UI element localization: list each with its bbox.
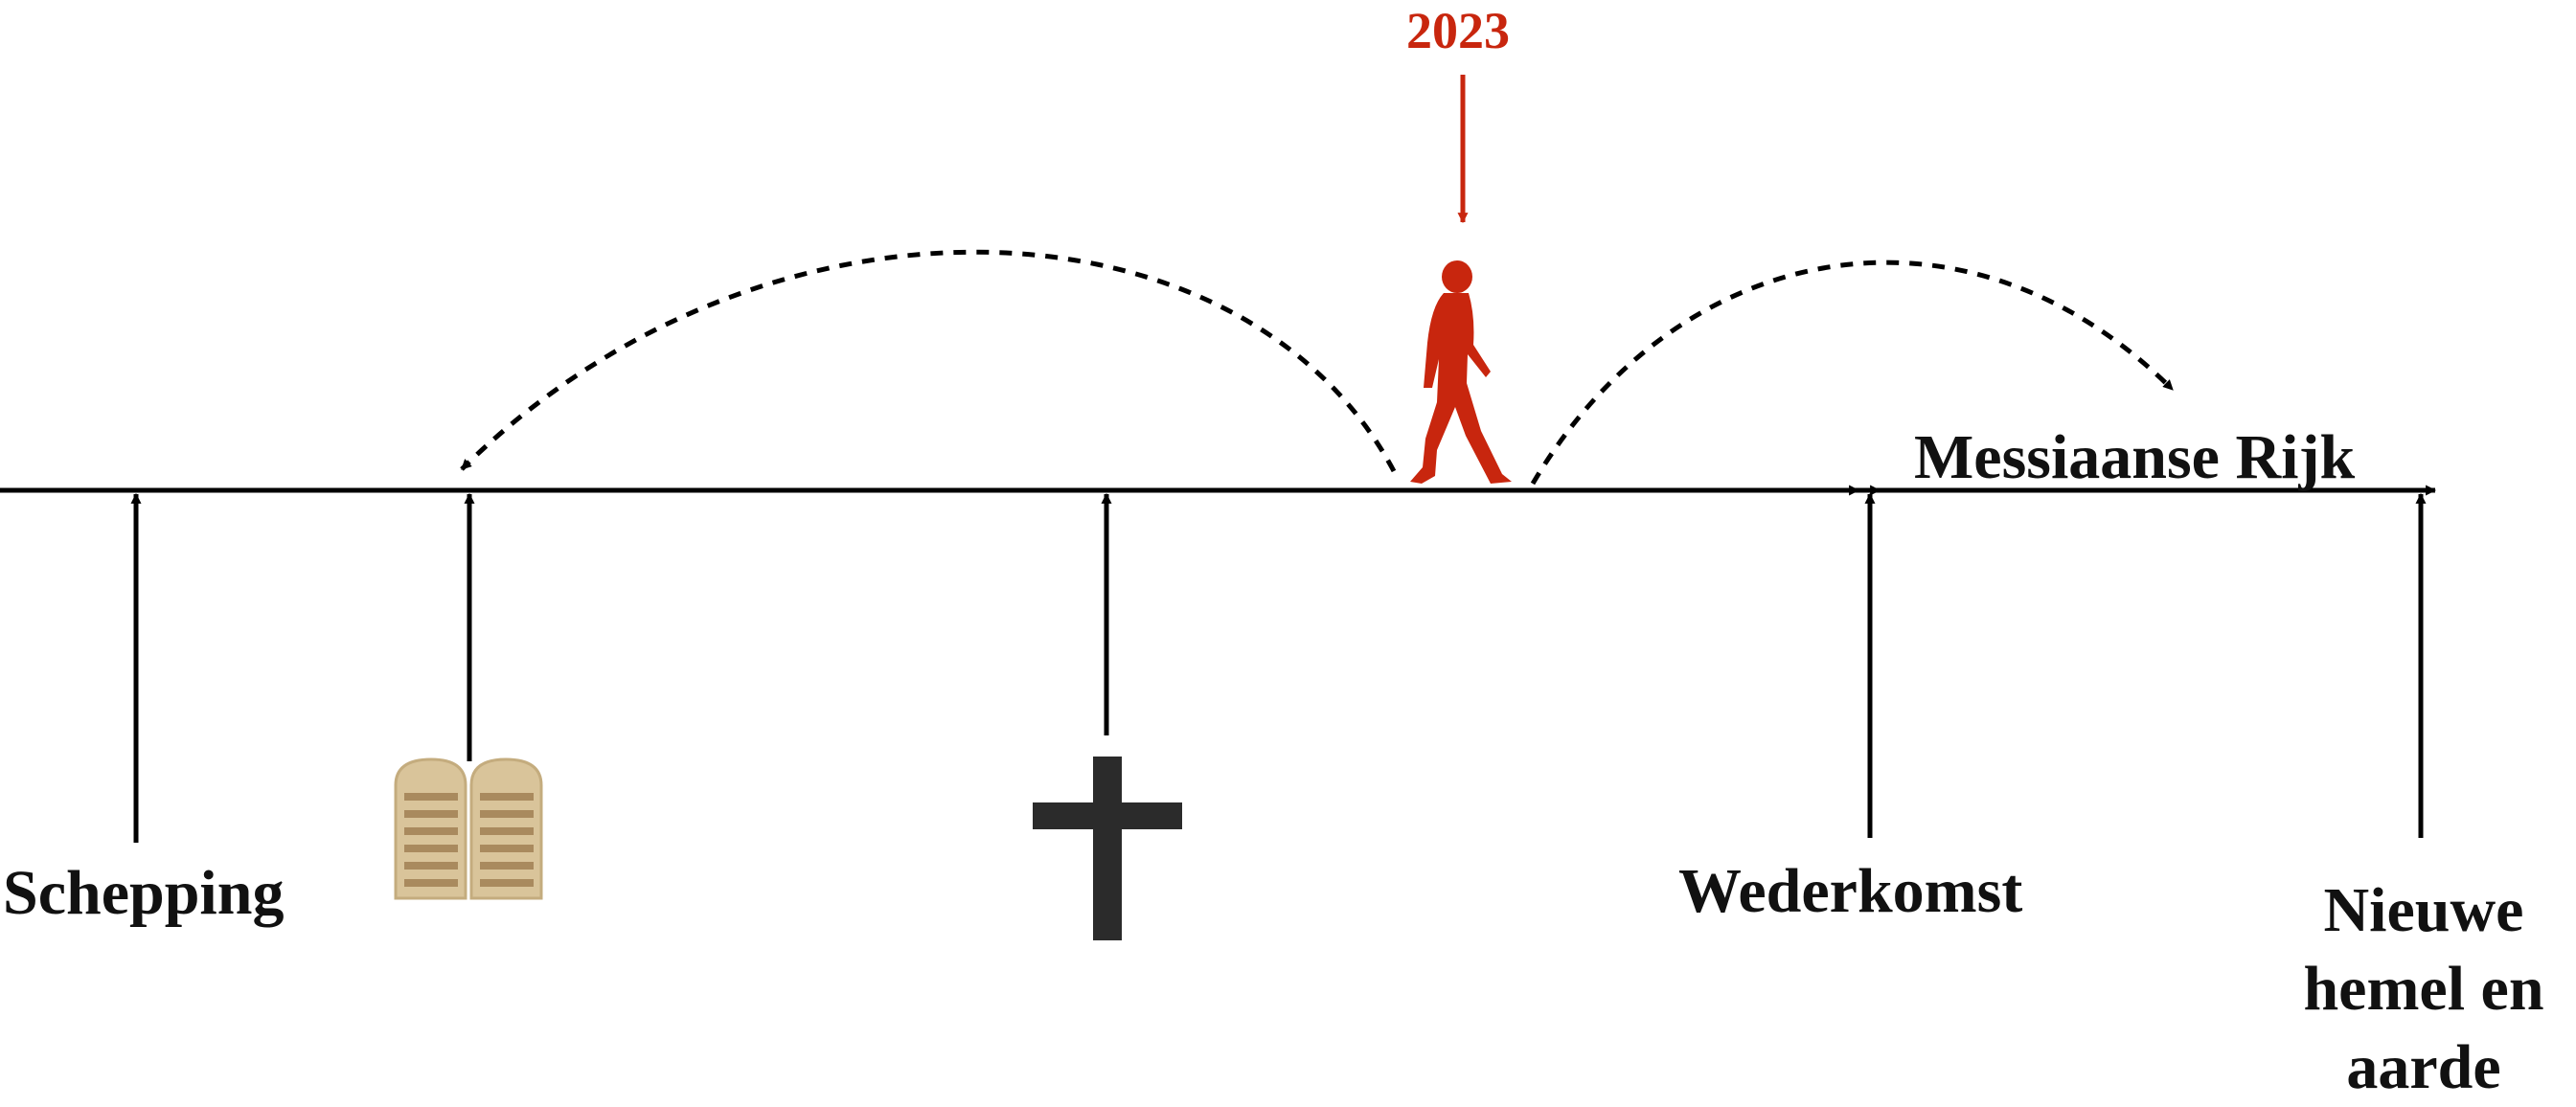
new-heaven-earth-label: Nieuwe hemel en aarde (2303, 875, 2544, 1102)
timeline-canvas (0, 75, 2437, 940)
stone-tablets-icon (394, 757, 543, 900)
arc-to-past (460, 249, 1397, 473)
walking-person-icon (1410, 260, 1512, 484)
cross-icon (1033, 757, 1182, 940)
arc-to-future (1530, 260, 2175, 486)
current-year-label: 2023 (1406, 2, 1510, 59)
second-coming-label: Wederkomst (1678, 856, 2023, 926)
messianic-kingdom-label: Messiaanse Rijk (1914, 422, 2356, 492)
creation-label: Schepping (3, 858, 285, 928)
